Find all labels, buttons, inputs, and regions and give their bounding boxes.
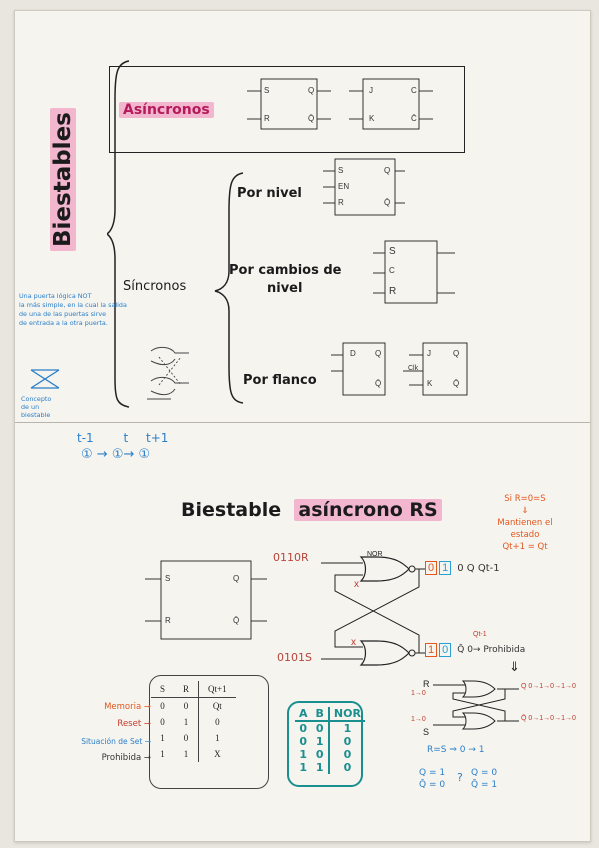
hold-note: Si R=0=S ⇓ Mantienen el estado Qt+1 = Qt xyxy=(497,494,553,552)
signal-s-seq: 0101S xyxy=(277,651,312,664)
por-flanco-label: Por flanco xyxy=(243,373,317,388)
pin-qb: Q̄ xyxy=(308,114,315,123)
nor-gate-label: NOR xyxy=(367,551,383,558)
rs-title: Biestable asíncrono RS xyxy=(181,499,442,522)
gated-latch-diagram xyxy=(323,158,405,216)
small-r-label: R xyxy=(423,679,430,689)
truth-row-labels: Memoria → Reset → Situación de Set → Pro… xyxy=(81,702,151,763)
x-mark-bottom: x xyxy=(351,637,356,648)
main-brace xyxy=(107,60,130,408)
small-q-out: Q 0→1→0→1→0 xyxy=(521,683,576,690)
bottom-output-values: 1 0 Q̄ 0→ Prohibida xyxy=(425,643,525,657)
pin-s3: S xyxy=(389,246,396,257)
eq-right: Q = 0 Q̄ = 1 xyxy=(471,768,498,790)
rs-latch-diagram xyxy=(247,78,331,130)
jk-edge-diagram xyxy=(403,342,468,396)
asincronos-box xyxy=(109,66,465,153)
pin-q6: Q xyxy=(233,574,240,583)
por-nivel-label: Por nivel xyxy=(237,186,302,201)
pin-r: R xyxy=(264,114,270,123)
notebook-page: Asíncronos S R Q Q̄ J K C C̄ Biestables … xyxy=(14,10,591,842)
pin-q: Q xyxy=(308,86,315,95)
pin-c: C xyxy=(411,86,417,95)
small-qb-out: Q̄ 0→1→0→1→0 xyxy=(521,715,576,722)
pin-r2: R xyxy=(338,198,344,207)
eq-left: Q = 1 Q̄ = 0 xyxy=(419,768,446,790)
pin-qb4: Q̄ xyxy=(375,379,382,388)
por-cambios-label: Por cambios de xyxy=(229,263,342,278)
level-change-diagram xyxy=(373,240,455,304)
asincronos-label: Asíncronos xyxy=(119,101,214,118)
x-mark-top: x xyxy=(354,579,359,590)
pin-q4: Q xyxy=(375,349,382,358)
sketch-latch xyxy=(147,346,189,400)
nor-latch-circuit xyxy=(321,556,425,666)
d-flipflop-diagram xyxy=(331,342,386,396)
concepto-note: Concepto de un biestable xyxy=(21,395,52,419)
nor-note: Una puerta lógica NOT la más simple, en … xyxy=(19,292,127,327)
jk-flipflop-diagram xyxy=(349,78,433,130)
por-cambios-label-2: nivel xyxy=(267,281,303,296)
cross-coupled-icon xyxy=(30,369,60,389)
pin-q5: Q xyxy=(453,349,460,358)
pin-s2: S xyxy=(338,166,344,175)
pin-s: S xyxy=(264,86,270,95)
small-nor-circuit xyxy=(433,680,519,730)
pin-k4: K xyxy=(427,379,433,388)
pin-clk: Clk xyxy=(408,365,419,372)
pin-qb2: Q̄ xyxy=(384,198,391,207)
small-condition: R=S ⇒ 0 → 1 xyxy=(427,745,485,755)
pin-s6: S xyxy=(165,574,171,583)
small-s-label: S xyxy=(423,727,430,737)
pin-j: J xyxy=(369,86,373,95)
sincronos-brace xyxy=(214,172,244,404)
pin-cb: C̄ xyxy=(411,114,417,123)
pin-j4: J xyxy=(427,349,431,358)
sincronos-label: Síncronos xyxy=(123,279,187,294)
pin-d: D xyxy=(350,349,356,358)
pin-r3: R xyxy=(389,286,397,297)
timeline-labels: t-1 t t+1 xyxy=(77,431,169,445)
pin-qb5: Q̄ xyxy=(453,379,460,388)
down-arrow: ⇓ xyxy=(509,659,520,674)
rs-block-diagram xyxy=(145,560,267,640)
top-output-values: 0 1 0 Q Qt-1 xyxy=(425,561,500,575)
pin-r6: R xyxy=(165,616,171,625)
pin-c3: C xyxy=(389,266,395,275)
qt-1-label: Qt-1 xyxy=(473,631,487,638)
biestables-title: Biestables xyxy=(49,108,76,251)
small-r-in: 1→0 xyxy=(411,690,426,697)
pin-k: K xyxy=(369,114,375,123)
section-divider xyxy=(15,422,590,423)
nor-table-frame xyxy=(287,701,363,787)
eq-question: ? xyxy=(457,771,463,784)
pin-qb6: Q̄ xyxy=(233,616,240,625)
pin-q2: Q xyxy=(384,166,391,175)
small-s-in: 1→0 xyxy=(411,716,426,723)
truth-table-frame xyxy=(149,675,269,789)
timeline-nodes: ① → ①→ ① xyxy=(81,447,151,462)
pin-en: EN xyxy=(338,182,350,191)
signal-r-seq: 0110R xyxy=(273,551,309,564)
